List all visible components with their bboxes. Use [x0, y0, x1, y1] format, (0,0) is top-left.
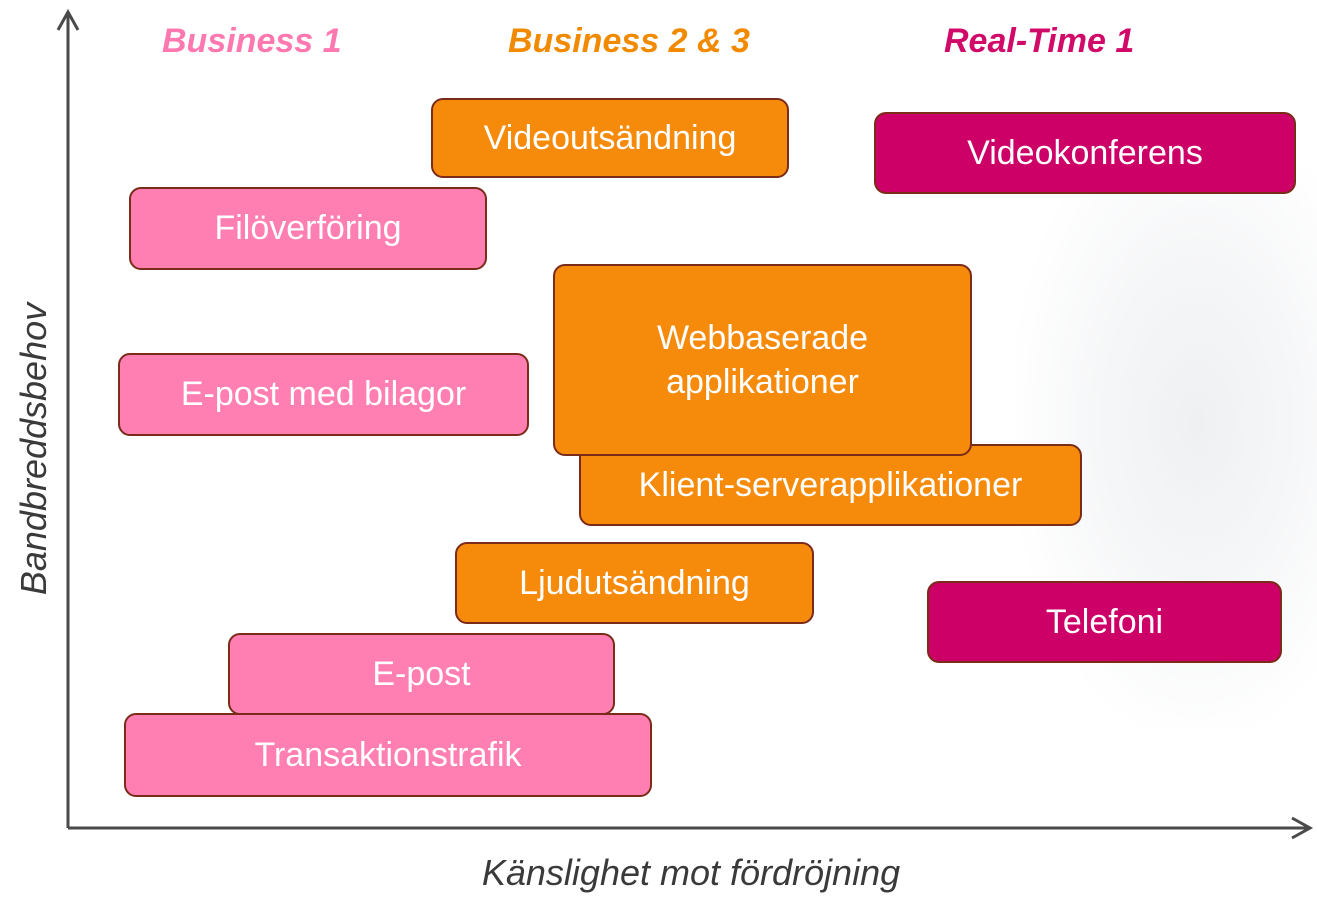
category-business-1: Business 1	[162, 22, 342, 60]
app-box-telefoni: Telefoni	[927, 581, 1282, 663]
app-box-webbaserade: Webbaserade applikationer	[553, 264, 972, 456]
app-box-epost: E-post	[228, 633, 615, 715]
app-box-videokonferens: Videokonferens	[874, 112, 1296, 194]
category-real-time-1: Real-Time 1	[944, 22, 1135, 60]
x-axis-arrow	[1291, 816, 1314, 840]
app-box-ljudutsandning: Ljudutsändning	[455, 542, 814, 624]
y-axis-label: Bandbreddsbehov	[13, 302, 54, 596]
y-axis-label-wrap: Bandbreddsbehov	[13, 0, 54, 898]
app-box-klient-server: Klient-serverapplikationer	[579, 444, 1082, 526]
x-axis-label: Känslighet mot fördröjning	[481, 852, 901, 893]
app-box-filoverforing: Filöverföring	[129, 187, 487, 270]
category-business-2-3: Business 2 & 3	[508, 22, 750, 60]
app-box-epost-bilagor: E-post med bilagor	[118, 353, 529, 436]
app-box-transaktionstrafik: Transaktionstrafik	[124, 713, 652, 797]
y-axis-arrow	[56, 8, 80, 31]
app-box-videoutsandning: Videoutsändning	[431, 98, 789, 178]
